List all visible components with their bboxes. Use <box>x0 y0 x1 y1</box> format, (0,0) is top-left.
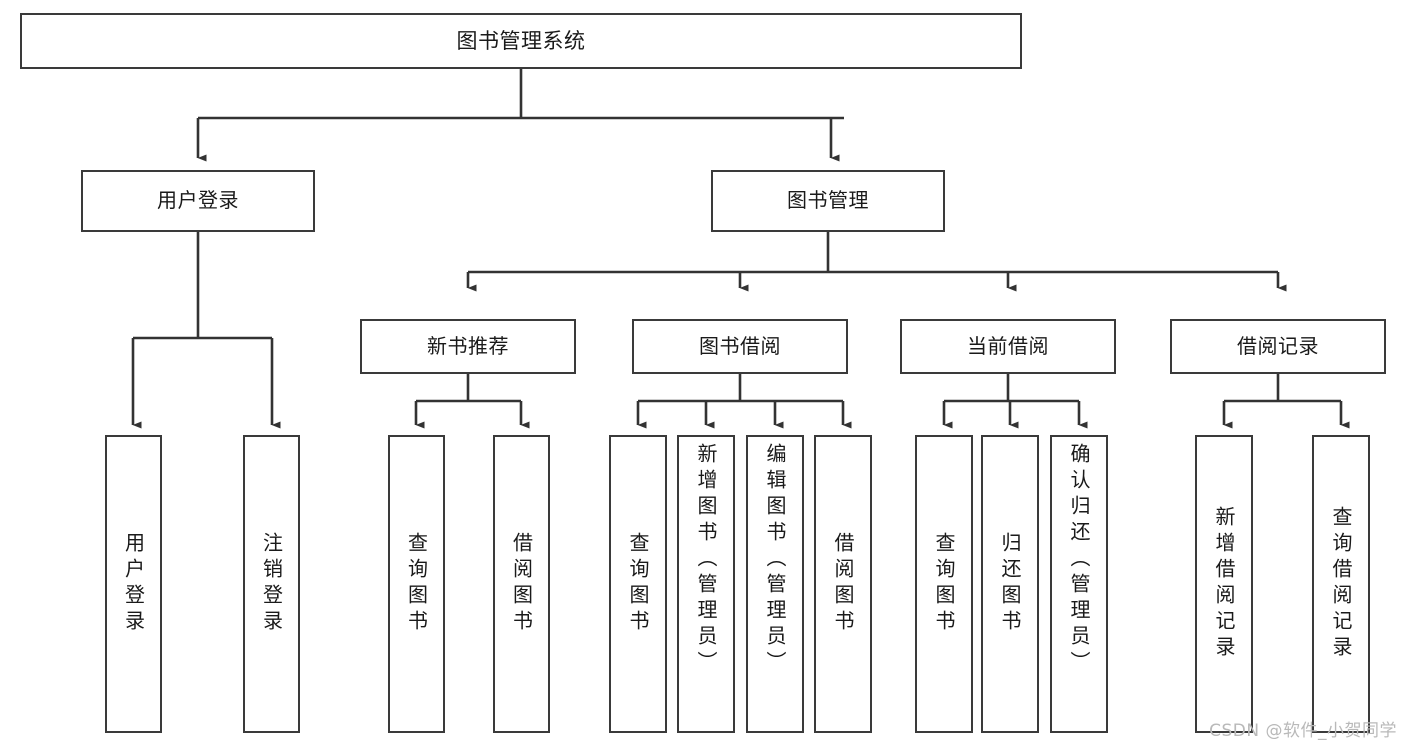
node-book-manage[interactable]: 图书管理 <box>711 170 945 232</box>
node-label: 图书管理系统 <box>456 28 586 53</box>
node-label: 编辑图书（管理员） <box>763 443 787 677</box>
node-leaf-query-book-borrow[interactable]: 查询图书 <box>609 435 667 733</box>
node-label: 查询借阅记录 <box>1329 506 1353 662</box>
watermark-text: CSDN @软件_小贺同学 <box>1209 721 1397 741</box>
node-label: 查询图书 <box>932 532 956 636</box>
node-leaf-add-book[interactable]: 新增图书（管理员） <box>677 435 735 733</box>
node-book-borrow[interactable]: 图书借阅 <box>632 319 848 374</box>
node-label: 归还图书 <box>998 532 1022 636</box>
node-leaf-query-borrow-record[interactable]: 查询借阅记录 <box>1312 435 1370 733</box>
node-label: 新书推荐 <box>427 333 509 358</box>
node-label: 注销登录 <box>259 532 284 636</box>
node-leaf-borrow-book-recommend[interactable]: 借阅图书 <box>493 435 550 733</box>
node-label: 新增借阅记录 <box>1212 506 1236 662</box>
node-label: 当前借阅 <box>967 333 1049 358</box>
node-label: 用户登录 <box>157 188 239 213</box>
node-new-book-recommend[interactable]: 新书推荐 <box>360 319 576 374</box>
node-label: 查询图书 <box>404 532 429 636</box>
node-label: 新增图书（管理员） <box>694 443 718 677</box>
node-leaf-edit-book[interactable]: 编辑图书（管理员） <box>746 435 804 733</box>
node-label: 借阅记录 <box>1237 333 1319 358</box>
node-leaf-query-book-recommend[interactable]: 查询图书 <box>388 435 445 733</box>
node-leaf-user-login[interactable]: 用户登录 <box>105 435 162 733</box>
node-label: 用户登录 <box>121 532 146 636</box>
node-user-login[interactable]: 用户登录 <box>81 170 315 232</box>
node-leaf-query-book-current[interactable]: 查询图书 <box>915 435 973 733</box>
node-current-borrow[interactable]: 当前借阅 <box>900 319 1116 374</box>
node-leaf-logout-login[interactable]: 注销登录 <box>243 435 300 733</box>
node-leaf-borrow-book[interactable]: 借阅图书 <box>814 435 872 733</box>
node-leaf-add-borrow-record[interactable]: 新增借阅记录 <box>1195 435 1253 733</box>
node-label: 查询图书 <box>626 532 650 636</box>
node-leaf-return-book[interactable]: 归还图书 <box>981 435 1039 733</box>
node-label: 借阅图书 <box>509 532 534 636</box>
node-label: 图书借阅 <box>699 333 781 358</box>
node-root-system[interactable]: 图书管理系统 <box>20 13 1022 69</box>
node-leaf-confirm-return[interactable]: 确认归还（管理员） <box>1050 435 1108 733</box>
node-label: 借阅图书 <box>831 532 855 636</box>
node-label: 图书管理 <box>787 188 869 213</box>
node-borrow-record[interactable]: 借阅记录 <box>1170 319 1386 374</box>
node-label: 确认归还（管理员） <box>1067 443 1091 677</box>
